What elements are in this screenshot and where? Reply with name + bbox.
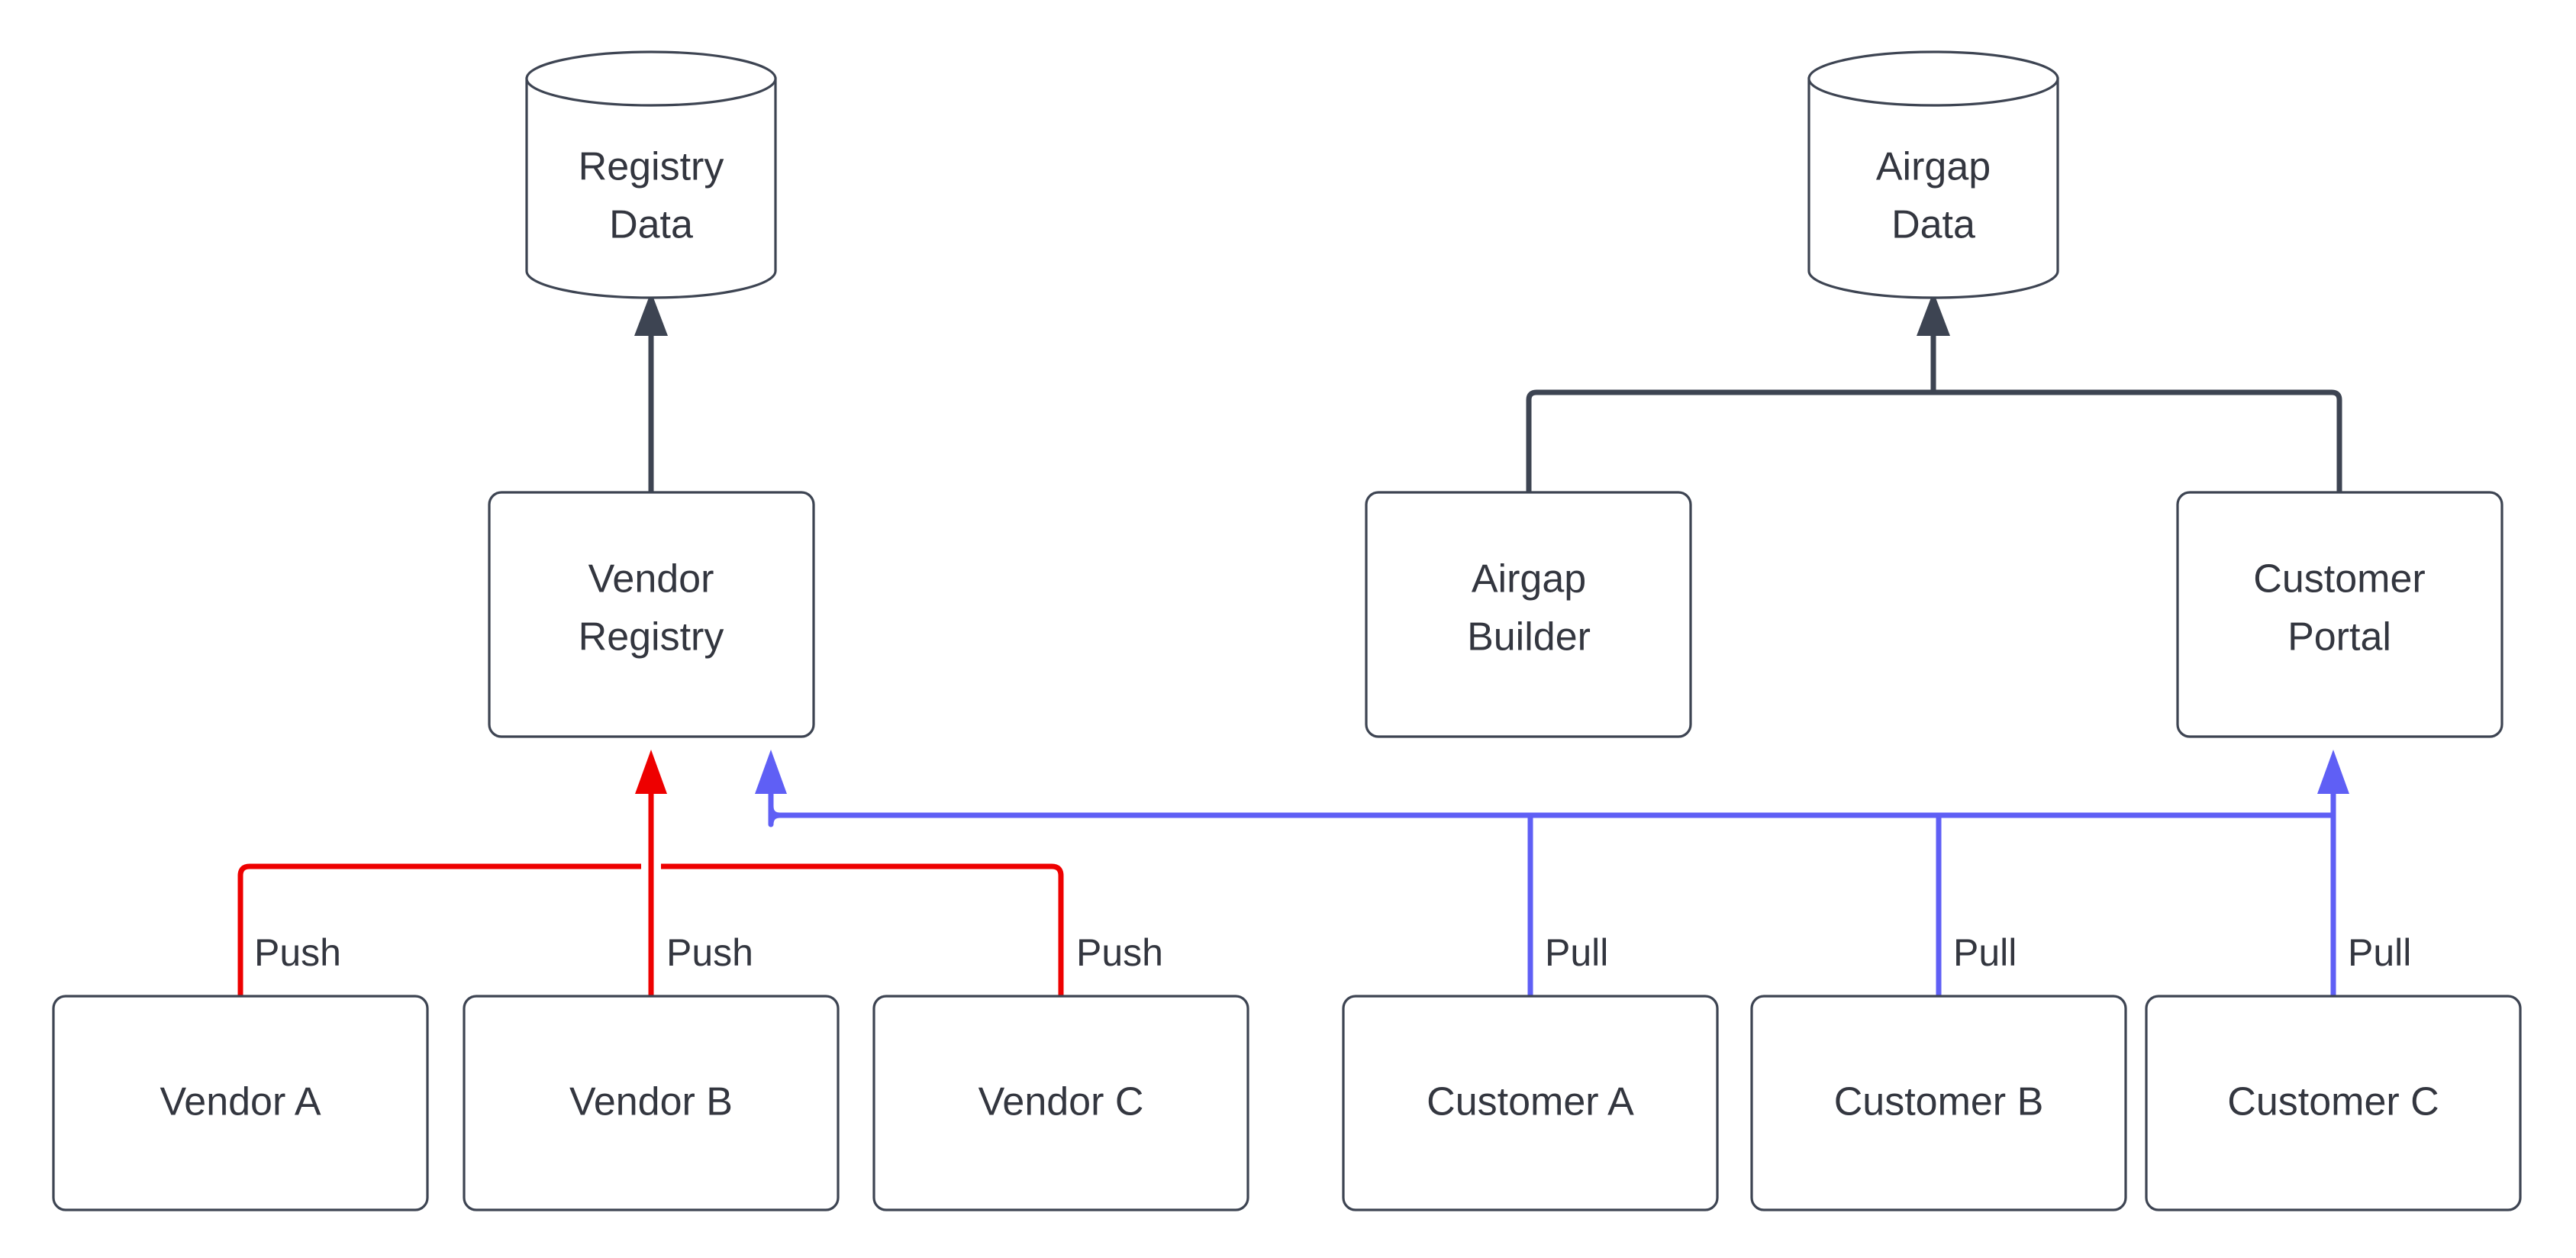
node-customer-a[interactable]: Customer A bbox=[1342, 995, 1719, 1211]
node-vendor-a[interactable]: Vendor A bbox=[52, 995, 429, 1211]
node-customer-c[interactable]: Customer C bbox=[2145, 995, 2522, 1211]
arrowhead-up-icon bbox=[635, 750, 667, 794]
cylinder-body bbox=[525, 77, 777, 299]
node-label: Vendor C bbox=[978, 1080, 1144, 1124]
cylinder-top-icon bbox=[1807, 50, 2059, 107]
node-box bbox=[1342, 995, 1719, 1211]
edge-pull-customer-c-to-portal bbox=[2317, 750, 2349, 996]
node-label-line1: Vendor bbox=[588, 557, 714, 602]
arrowhead-up-icon bbox=[634, 292, 668, 336]
node-airgap-builder[interactable]: Airgap Builder bbox=[1365, 491, 1692, 738]
node-customer-b[interactable]: Customer B bbox=[1750, 995, 2127, 1211]
node-box bbox=[463, 995, 840, 1211]
edge-customer-portal-to-airgap-data bbox=[1924, 389, 2342, 492]
node-label-line1: Customer bbox=[2253, 557, 2425, 602]
edge-line bbox=[1526, 389, 1924, 492]
node-box bbox=[1365, 491, 1692, 738]
node-registry-data[interactable]: Registry Data bbox=[525, 50, 777, 299]
node-airgap-data[interactable]: Airgap Data bbox=[1807, 50, 2059, 299]
edge-line-vendor-a bbox=[237, 863, 641, 996]
node-label-line2: Portal bbox=[2287, 615, 2391, 660]
node-label-line1: Airgap bbox=[1876, 145, 1991, 189]
edge-pull-bus-registry bbox=[755, 750, 2333, 996]
edge-vendor-registry-to-registry-data bbox=[634, 292, 668, 492]
arrowhead-up-icon bbox=[2317, 750, 2349, 794]
cylinder-top-icon bbox=[525, 50, 777, 107]
node-vendor-c[interactable]: Vendor C bbox=[872, 995, 1249, 1211]
edge-airgap-builder-to-airgap-data bbox=[1526, 389, 1924, 492]
node-label: Customer B bbox=[1834, 1080, 2044, 1124]
node-box bbox=[2176, 491, 2503, 738]
node-vendor-b[interactable]: Vendor B bbox=[463, 995, 840, 1211]
node-customer-portal[interactable]: Customer Portal bbox=[2176, 491, 2503, 738]
edge-line-horizontal-bus bbox=[768, 771, 2333, 818]
arrowhead-up-icon bbox=[1917, 292, 1950, 336]
node-label: Customer A bbox=[1427, 1080, 1634, 1124]
node-label-line2: Data bbox=[609, 203, 693, 247]
arrowhead-up-icon bbox=[755, 750, 787, 794]
edge-label-pull-customer-c: Pull bbox=[2348, 931, 2411, 974]
edge-label-push-vendor-a: Push bbox=[254, 931, 341, 974]
edge-push-bus bbox=[237, 750, 1064, 996]
edge-airgap-bus-trunk bbox=[1917, 292, 1950, 392]
edge-label-push-vendor-b: Push bbox=[666, 931, 753, 974]
node-label-line1: Airgap bbox=[1472, 557, 1586, 602]
edge-label-push-vendor-c: Push bbox=[1076, 931, 1163, 974]
node-box bbox=[872, 995, 1249, 1211]
edge-label-pull-customer-a: Pull bbox=[1545, 931, 1608, 974]
node-label: Vendor A bbox=[160, 1080, 321, 1124]
node-label-line2: Builder bbox=[1467, 615, 1591, 660]
node-box bbox=[1750, 995, 2127, 1211]
node-label: Vendor B bbox=[569, 1080, 733, 1124]
node-box bbox=[52, 995, 429, 1211]
node-label-line1: Registry bbox=[579, 145, 724, 189]
node-vendor-registry[interactable]: Vendor Registry bbox=[488, 491, 815, 738]
node-label-line2: Registry bbox=[579, 615, 724, 660]
edge-label-pull-customer-b: Pull bbox=[1953, 931, 2017, 974]
node-box bbox=[2145, 995, 2522, 1211]
node-label-line2: Data bbox=[1891, 203, 1975, 247]
cylinder-body bbox=[1807, 77, 2059, 299]
node-label: Customer C bbox=[2227, 1080, 2439, 1124]
edge-line-vendor-c bbox=[661, 863, 1064, 996]
edge-line bbox=[1924, 389, 2342, 492]
node-box bbox=[488, 491, 815, 738]
